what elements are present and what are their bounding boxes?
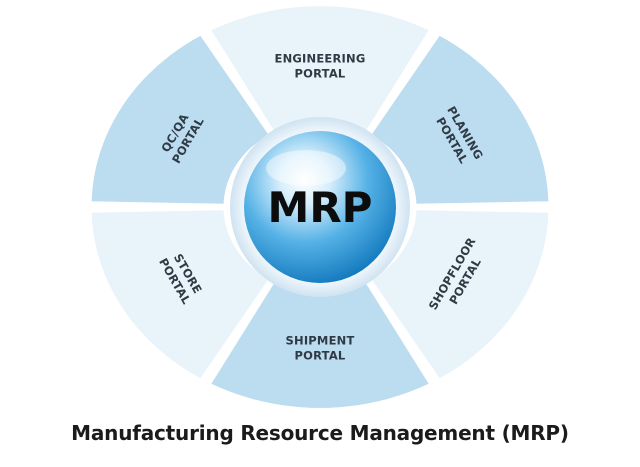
segment-engineering-label-line: ENGINEERING <box>275 52 366 66</box>
diagram-caption: Manufacturing Resource Management (MRP) <box>71 421 569 445</box>
segment-shipment-label-line: SHIPMENT <box>286 333 355 347</box>
segment-engineering-label-line: PORTAL <box>295 67 346 81</box>
hub-label: MRP <box>268 183 373 232</box>
segment-store-shape <box>88 207 273 383</box>
hub-highlight <box>266 150 346 186</box>
segment-store: STOREPORTAL <box>88 207 273 383</box>
segment-shopfloor: SHOPFLOORPORTAL <box>367 207 552 383</box>
hub-circle <box>244 131 396 283</box>
hub: MRP <box>230 117 410 297</box>
segment-shipment-label-line: PORTAL <box>295 348 346 362</box>
segment-planing: PLANINGPORTAL <box>367 31 552 207</box>
segment-planing-shape <box>367 31 552 207</box>
